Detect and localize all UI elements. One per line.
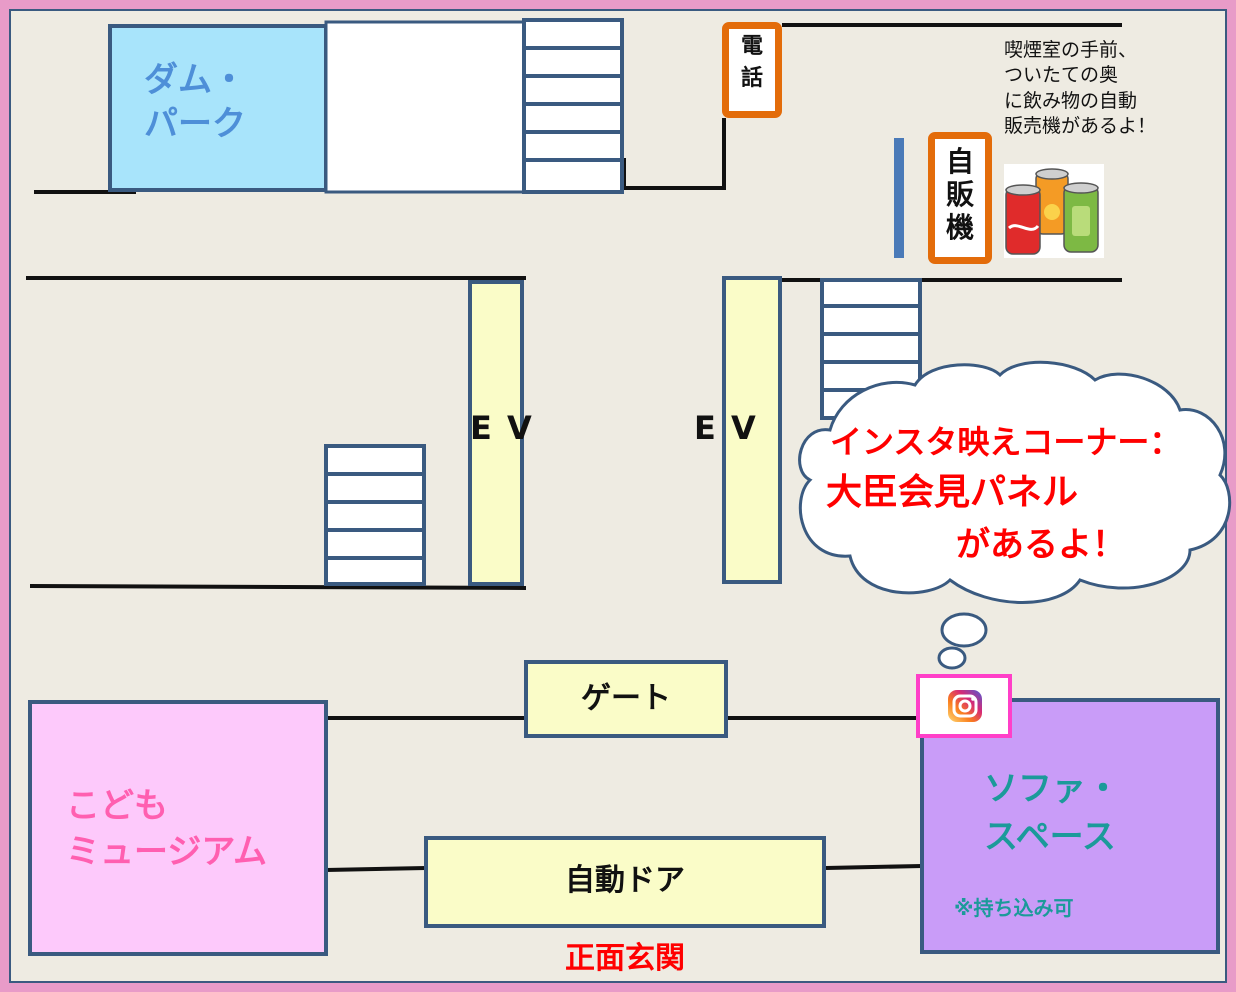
insta-corner-line2: 大臣会見パネル	[826, 472, 1079, 513]
instagram-icon	[948, 690, 982, 722]
insta-corner-line3: があるよ！	[956, 525, 1126, 565]
instagram-marker-frame	[916, 674, 1012, 738]
drink-cans-icon	[1004, 164, 1104, 258]
auto-door-label: 自動ドア	[565, 863, 685, 898]
auto-door-box	[424, 836, 826, 928]
ev-left-label: E V	[470, 409, 534, 447]
elevator-left	[468, 280, 524, 586]
kids-museum-area	[28, 700, 328, 956]
gate-box	[524, 660, 728, 738]
phone-label: 電 話	[740, 34, 763, 91]
stairs-middle-left	[324, 444, 426, 586]
kids-museum-label: こども ミュージアム	[66, 786, 267, 872]
ev-right-label: E V	[694, 409, 758, 447]
phone-box: 電 話	[722, 22, 782, 118]
sofa-space-area	[920, 698, 1220, 954]
main-entrance-label: 正面玄関	[565, 941, 685, 976]
thought-cloud	[798, 360, 1232, 670]
insta-corner-line1: インスタ映えコーナー：	[830, 423, 1182, 461]
vending-label: 自 販 機	[945, 145, 974, 245]
stairs-top	[522, 18, 624, 194]
vending-machine-box: 自 販 機	[928, 132, 992, 264]
dam-park-label: ダム・ パーク	[144, 60, 246, 145]
sofa-space-note: ※持ち込み可	[954, 896, 1074, 920]
dam-park-area	[108, 24, 328, 192]
elevator-right	[722, 276, 782, 584]
sofa-space-label: ソファ・ スペース	[984, 769, 1120, 857]
gate-label: ゲート	[581, 681, 671, 716]
vending-note: 喫煙室の手前、 ついたての奥 に飲み物の自動 販売機があるよ！	[1004, 39, 1157, 137]
partition	[894, 138, 904, 258]
adjacent-room	[324, 20, 526, 194]
